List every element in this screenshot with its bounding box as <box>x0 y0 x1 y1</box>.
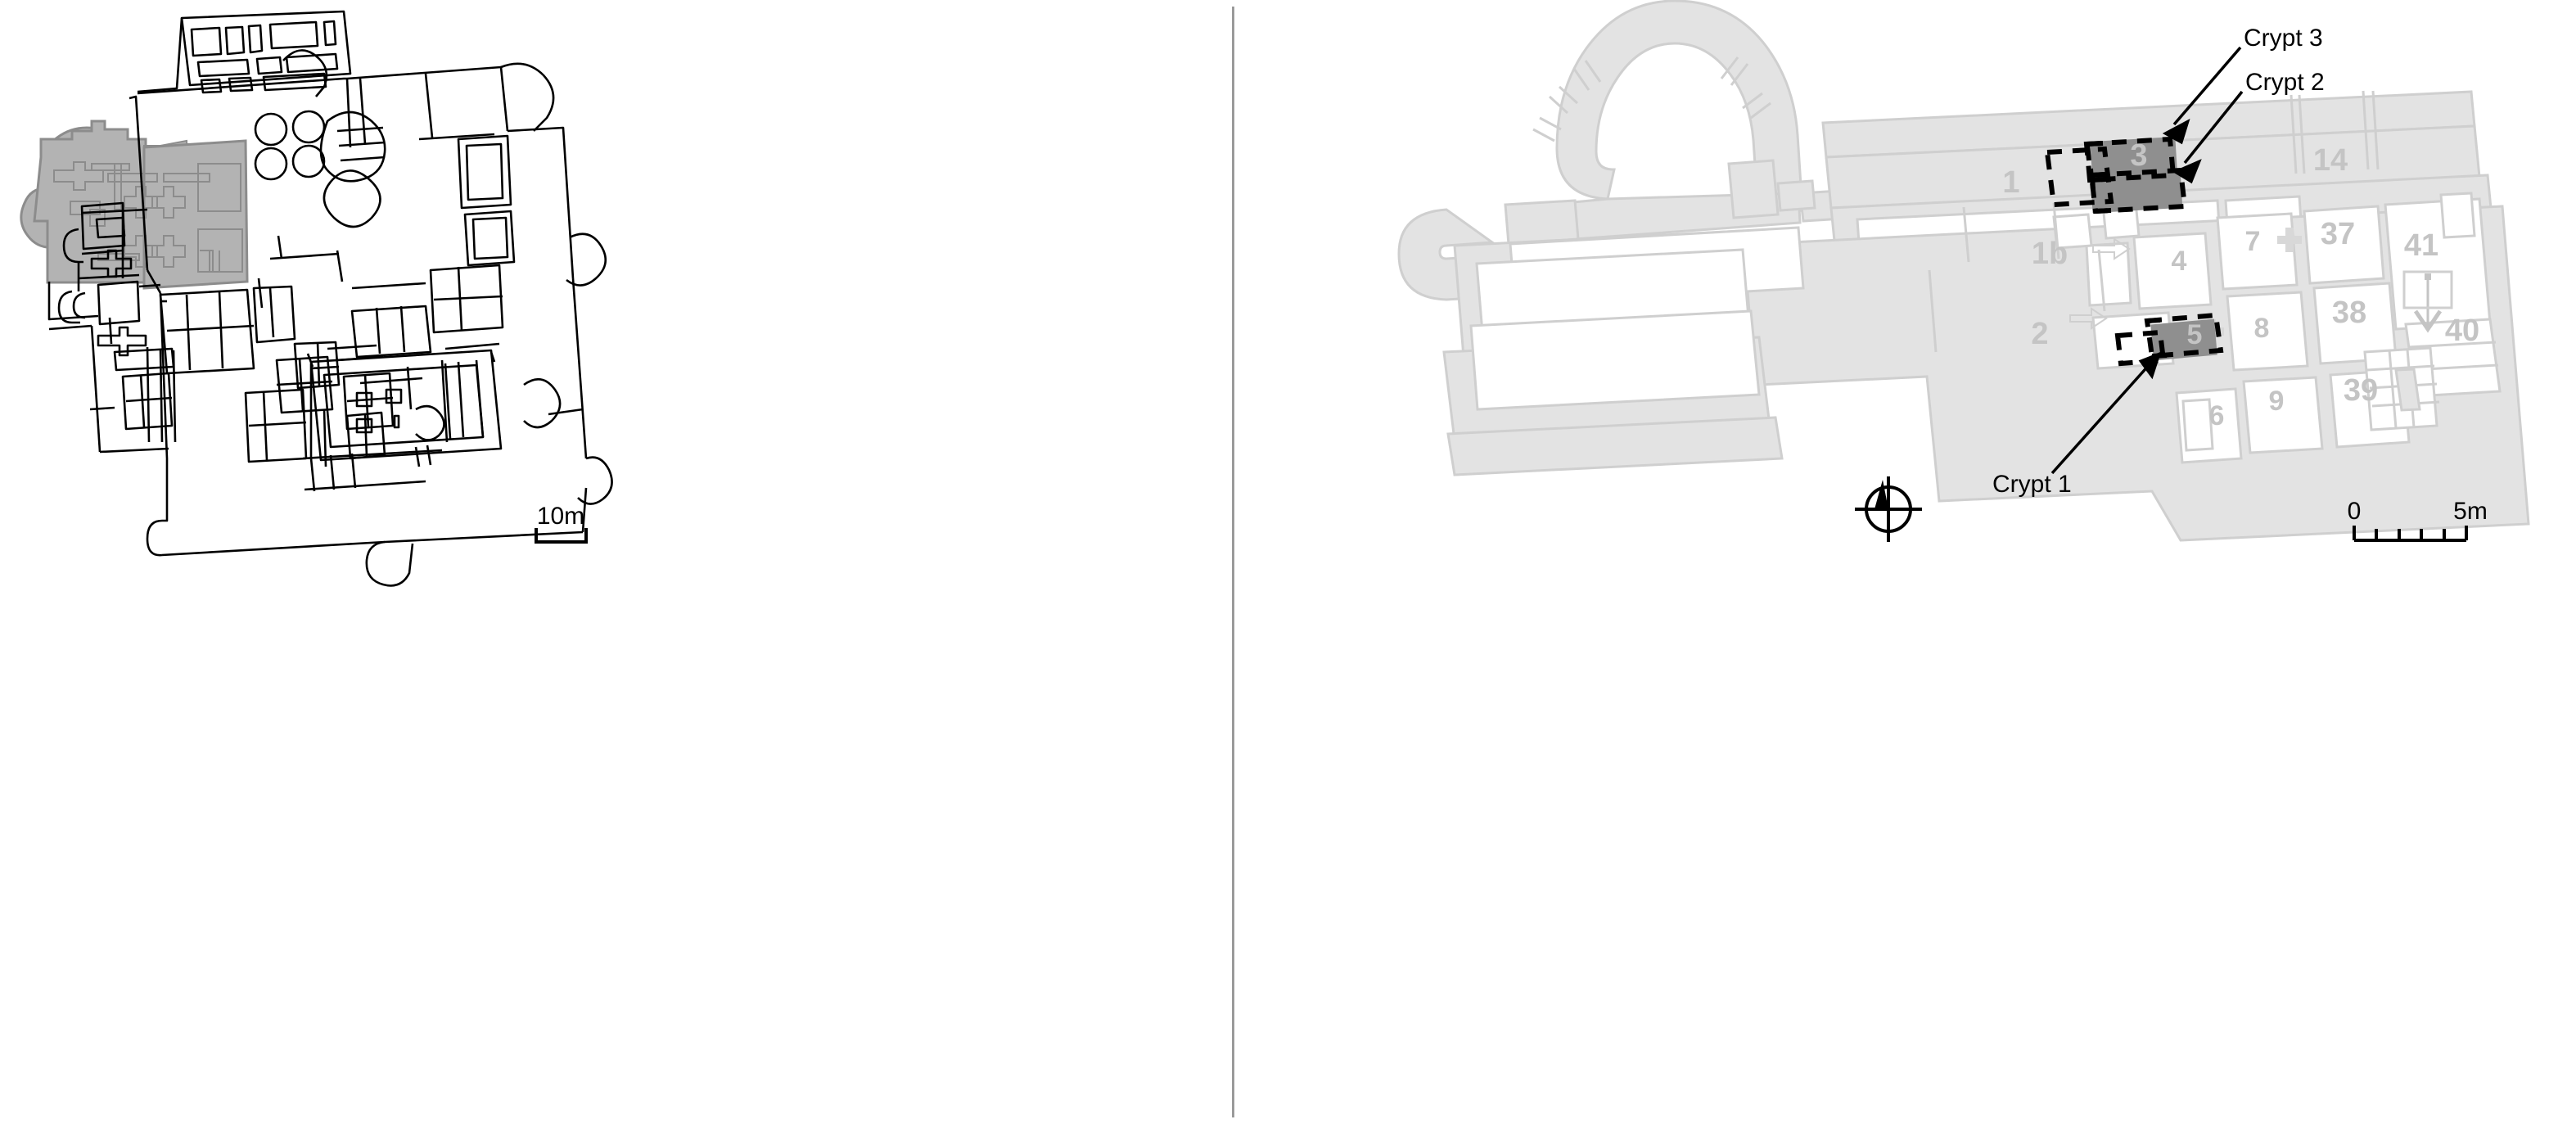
north-arrow-icon <box>1855 476 1922 542</box>
crypt-1-label: Crypt 1 <box>1992 471 2072 498</box>
stair-arrow-icon <box>2402 270 2453 333</box>
crypt-dashed-outlines <box>2044 136 2224 367</box>
room-label-5: 5 <box>2187 319 2203 350</box>
crypt-callouts: Crypt 3 Crypt 2 Crypt 1 <box>1992 25 2325 498</box>
highlighted-church-footprint <box>20 120 249 290</box>
panel-divider <box>1232 7 1234 1117</box>
monastery-floor-plan-drawing: 1 1b 2 3 4 5 6 7 8 9 14 37 38 39 40 41 C… <box>1397 0 2530 542</box>
left-panel-site-plan: 10m <box>0 0 1234 1124</box>
excavation-wall-lines <box>47 10 613 587</box>
room-label-9: 9 <box>2269 386 2285 417</box>
crypt-2-arrowhead <box>2172 159 2202 184</box>
crypt-2-label: Crypt 2 <box>2245 69 2325 96</box>
room-label-8: 8 <box>2254 313 2270 344</box>
room-label-39: 39 <box>2344 373 2378 408</box>
room-label-6: 6 <box>2209 400 2225 431</box>
crypt-3-arrowhead <box>2162 118 2190 145</box>
right-scalebar: 0 5m <box>2348 498 2488 542</box>
left-scalebar-label: 10m <box>537 503 584 530</box>
right-scalebar-start-label: 0 <box>2348 498 2362 525</box>
room-label-4: 4 <box>2172 246 2187 277</box>
room-label-41: 41 <box>2404 228 2438 263</box>
room-label-3: 3 <box>2130 138 2147 173</box>
trench-corner-ticks <box>2085 141 2168 359</box>
crypt-2-leader-line <box>2183 90 2244 165</box>
right-panel-monastery-plan: 1 1b 2 3 4 5 6 7 8 9 14 37 38 39 40 41 C… <box>1235 0 2576 1124</box>
room-label-38: 38 <box>2332 296 2366 330</box>
crypt-3-label: Crypt 3 <box>2244 25 2323 52</box>
left-scalebar: 10m <box>535 503 588 544</box>
right-scalebar-end-label: 5m <box>2453 498 2488 525</box>
crypt-1-fill <box>2150 318 2217 361</box>
room-label-1: 1 <box>2002 165 2019 200</box>
crypt-1-arrowhead <box>2138 351 2162 380</box>
interior-detail-lines <box>1532 56 2453 353</box>
room-label-2: 2 <box>2031 317 2048 351</box>
room-label-1b: 1b <box>2032 237 2068 271</box>
room-label-14: 14 <box>2313 143 2348 178</box>
room-label-7: 7 <box>2245 226 2261 257</box>
room-number-labels: 1 1b 2 3 4 5 6 7 8 9 14 37 38 39 40 41 <box>2002 138 2479 431</box>
room-interiors <box>1469 192 2502 464</box>
site-excavation-drawing: 10m <box>20 10 613 587</box>
crypt-1-leader-line <box>2050 362 2152 475</box>
crypt-3-leader-line <box>2172 46 2242 126</box>
room-label-40: 40 <box>2445 314 2479 348</box>
room-label-37: 37 <box>2321 217 2355 251</box>
